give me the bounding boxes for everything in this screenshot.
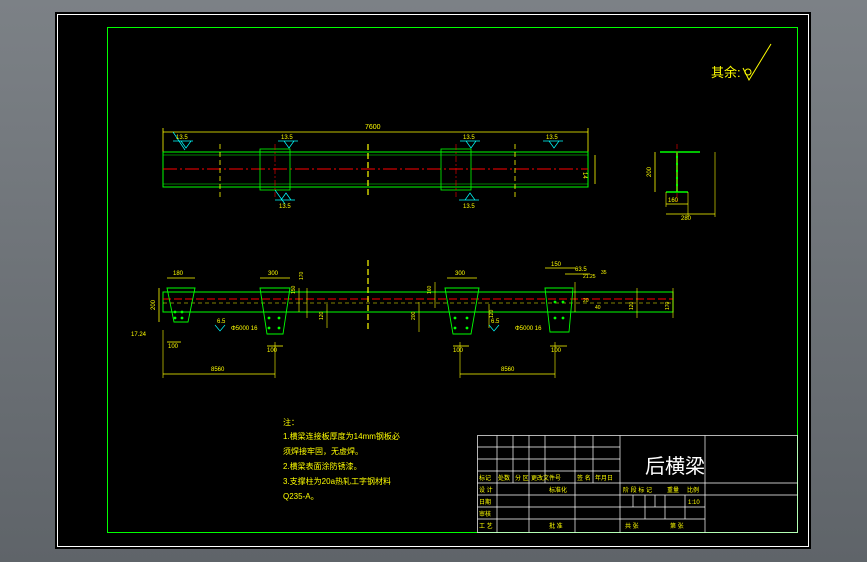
drawing-border	[107, 27, 798, 533]
left-angle: 17.24	[131, 332, 147, 338]
svg-text:20: 20	[583, 298, 589, 304]
left-height: 200	[151, 299, 157, 310]
plate-label-1: Φ5000 16	[231, 326, 258, 332]
bottom-width-1: 100	[168, 344, 179, 350]
weld-symbol-top-1: 13.5	[172, 131, 193, 151]
svg-text:120: 120	[629, 301, 635, 310]
notes-header: 注：	[283, 417, 299, 427]
svg-text:签 名: 签 名	[577, 474, 591, 482]
sheet-frame	[57, 14, 809, 547]
svg-text:比例: 比例	[687, 486, 699, 494]
weld-symbol-top-4: 13.5	[543, 135, 563, 149]
svg-text:标准化: 标准化	[549, 486, 567, 494]
note-line-3: 2.横梁表面涂防锈漆。	[283, 461, 362, 471]
span-2: 8560	[501, 367, 515, 373]
svg-text:设 计: 设 计	[479, 486, 493, 494]
svg-text:处数: 处数	[498, 474, 510, 482]
svg-text:批 准: 批 准	[549, 522, 563, 530]
note-line-4: 3.支撑柱为20a热轧工字钢材料	[283, 476, 391, 486]
weld-icon-2	[488, 324, 500, 332]
svg-text:标记: 标记	[479, 474, 491, 482]
svg-text:120: 120	[489, 309, 495, 318]
svg-text:分 区: 分 区	[515, 474, 529, 482]
svg-text:120: 120	[319, 311, 325, 320]
section-height-label: 200	[647, 166, 653, 177]
right-end-plate	[544, 287, 574, 333]
svg-text:160: 160	[427, 285, 433, 294]
note-line-5: Q235-A。	[283, 492, 319, 501]
support2-width: 300	[455, 271, 466, 277]
svg-text:13.5: 13.5	[279, 204, 291, 210]
svg-text:200: 200	[411, 311, 417, 320]
svg-text:第 张: 第 张	[670, 522, 684, 530]
svg-text:170: 170	[665, 301, 671, 310]
svg-text:13.5: 13.5	[463, 204, 475, 210]
svg-text:13.5: 13.5	[176, 135, 188, 141]
left-end-width: 180	[173, 271, 184, 277]
plate-label-2: Φ5000 16	[515, 326, 542, 332]
svg-text:日期: 日期	[479, 498, 491, 506]
svg-text:更改文件号: 更改文件号	[531, 474, 561, 482]
svg-text:工 艺: 工 艺	[479, 522, 493, 530]
svg-text:共 张: 共 张	[625, 522, 639, 530]
drawing-title: 后横梁	[645, 455, 705, 478]
span-1: 8560	[211, 367, 225, 373]
bottom-width-3: 100	[453, 348, 464, 354]
section-view: 200 160 280	[647, 144, 716, 222]
right-end-top: 150	[551, 262, 562, 268]
top-view: 7600 14 13.5 13.5 13	[162, 124, 596, 210]
svg-text:阶 段 标 记: 阶 段 标 记	[623, 486, 652, 494]
svg-text:150: 150	[291, 285, 297, 294]
weld-symbol-bottom-2: 13.5	[459, 192, 479, 210]
svg-text:年月日: 年月日	[595, 474, 613, 482]
left-end-plate	[166, 287, 196, 323]
title-block	[477, 435, 798, 533]
front-view: 180 300 300 150 63.5 200 17.24 100 150 1…	[131, 260, 674, 378]
weld-symbol-top-3: 13.5	[460, 135, 480, 149]
plate-thickness-label: 14	[581, 172, 587, 179]
svg-text:13.5: 13.5	[546, 135, 558, 141]
weld-symbol-bottom-1: 13.5	[274, 189, 295, 210]
svg-text:170: 170	[299, 271, 305, 280]
scale-value: 1:10	[688, 500, 700, 506]
svg-text:13.5: 13.5	[463, 135, 475, 141]
surface-finish-note: 其余:	[711, 43, 772, 82]
support-plate-2	[444, 287, 480, 335]
note-line-1: 1.横梁连接板厚度为14mm钢板必	[283, 431, 400, 441]
svg-text:审核: 审核	[479, 510, 491, 518]
support1-width: 300	[268, 271, 279, 277]
bottom-width-4: 100	[551, 348, 562, 354]
weld-icon-1	[214, 324, 226, 332]
svg-text:重量: 重量	[667, 486, 679, 494]
section-total-width: 280	[681, 216, 692, 222]
svg-text:13.5: 13.5	[281, 135, 293, 141]
svg-text:40: 40	[595, 305, 601, 311]
weld-label-2: 6.5	[491, 319, 500, 325]
title-block-text: 后横梁 标记 处数 分 区 更改文件号 签 名 年月日 设 计 日期 审核 工 …	[479, 455, 705, 530]
svg-text:35: 35	[601, 270, 607, 276]
surface-note-label: 其余:	[711, 65, 741, 80]
drawing-sheet[interactable]: 其余: 7600 14 13.5	[55, 12, 811, 549]
top-overall-length: 7600	[365, 124, 381, 131]
right-end-small: 63.5	[575, 267, 587, 273]
technical-notes: 注： 1.横梁连接板厚度为14mm钢板必 须焊接牢固，无虚焊。 2.横梁表面涂防…	[283, 417, 400, 501]
svg-text:21.25: 21.25	[583, 274, 596, 280]
note-line-2: 须焊接牢固，无虚焊。	[283, 446, 363, 456]
weld-symbol-top-2: 13.5	[278, 135, 298, 149]
support-plate-1	[259, 287, 291, 335]
section-flange-width: 160	[668, 198, 679, 204]
bottom-width-2: 100	[267, 348, 278, 354]
weld-label-1: 6.5	[217, 319, 226, 325]
